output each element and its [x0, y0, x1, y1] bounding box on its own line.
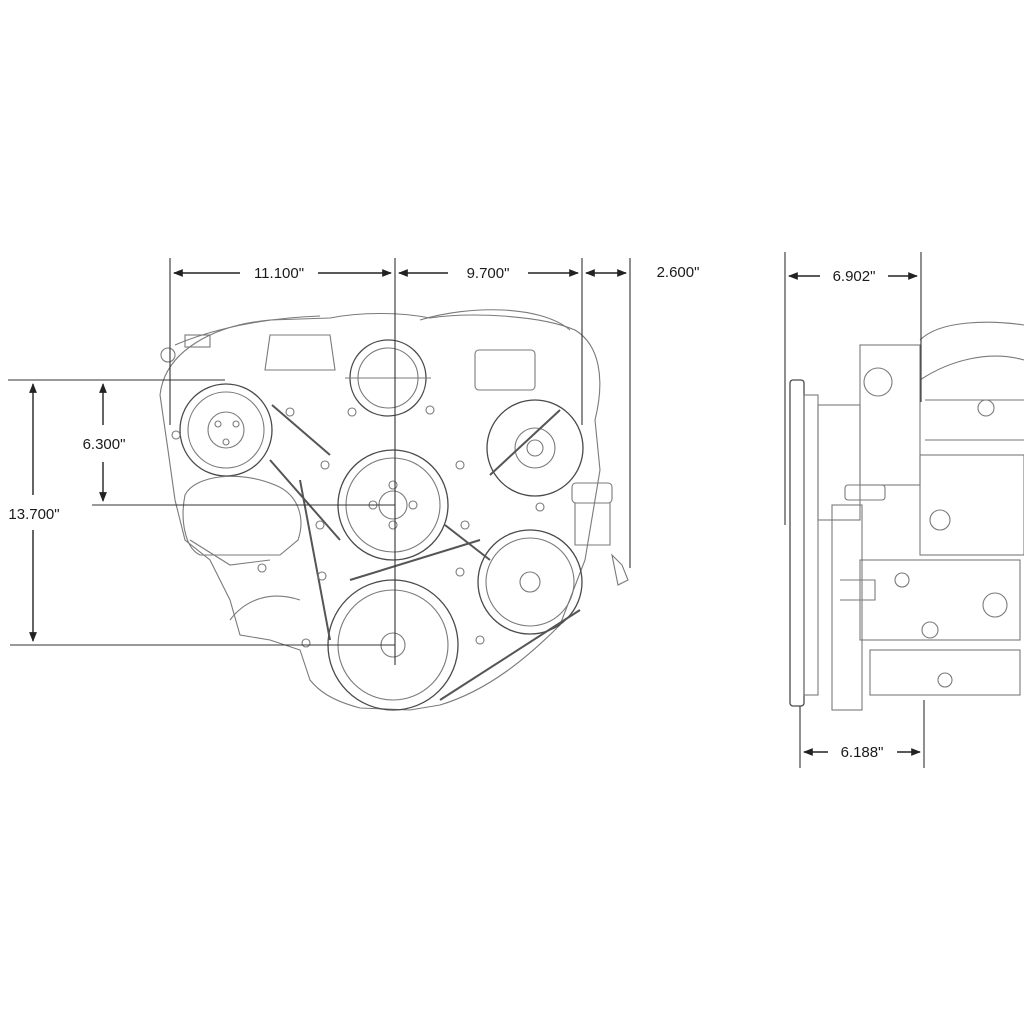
- dim-width-outer: 2.600": [657, 264, 700, 281]
- dim-width-left: 11.100": [254, 265, 304, 282]
- dim-height-upper: 6.300": [83, 436, 126, 453]
- front-view-engine: [159, 309, 629, 711]
- dim-width-right: 9.700": [467, 265, 510, 282]
- side-view-engine: [789, 321, 1024, 711]
- dim-depth-top: 6.902": [833, 268, 876, 285]
- dim-height-overall: 13.700": [8, 506, 59, 523]
- side-dimensions: 6.902" 6.188": [784, 252, 925, 768]
- dim-depth-bottom: 6.188": [841, 744, 884, 761]
- front-dimensions: 11.100" 9.700" 2.600" 6.300" 13.700": [8, 258, 699, 665]
